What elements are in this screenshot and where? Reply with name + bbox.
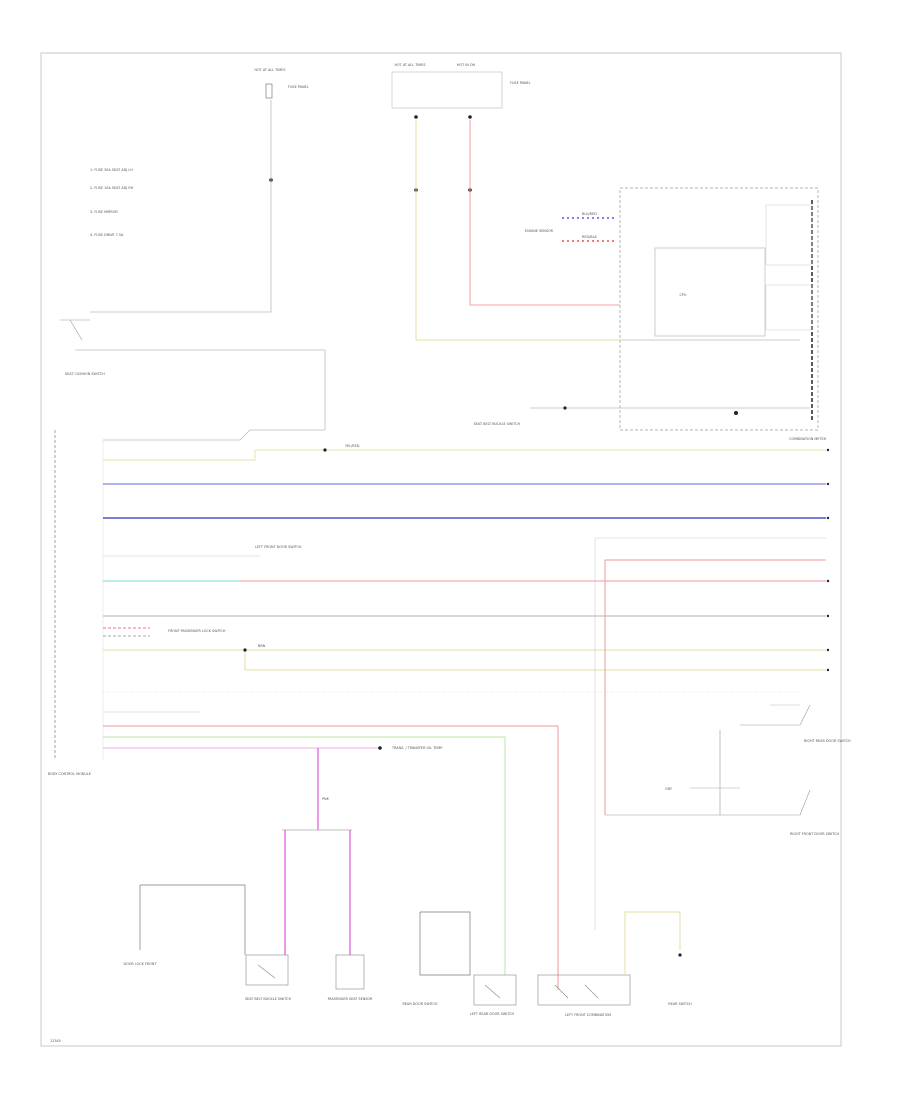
wire-yellow-top: [415, 120, 620, 341]
wire-yellow-rear: [624, 911, 681, 975]
seat-belt-module-label: SEAT BELT BUCKLE SWITCH: [245, 997, 292, 1001]
fuse-left: HOT AT ALL TIMES FUSE PANEL: [90, 68, 309, 313]
rear-switch-left: REAR DOOR SWITCH: [403, 911, 471, 1006]
wire-green-down: [103, 736, 506, 975]
fuse-mid-box-label: HOT IN ON: [457, 63, 476, 67]
wire-red-right: [604, 559, 826, 815]
trans-label: TRANS. / TRANSFER OIL TEMP.: [391, 746, 443, 750]
seat-cushion-label: SEAT CUSHION SWITCH: [65, 372, 105, 376]
left-front-combination: LEFT FRONT COMBINATION: [537, 974, 631, 1017]
wire-label-red: RED/BLK: [582, 235, 597, 239]
engine-sensor-label: ENGINE SENSOR: [525, 229, 554, 233]
left-rear-door-label: LEFT REAR DOOR SWITCH: [470, 1012, 514, 1016]
fuse-left-symbol: [265, 83, 273, 99]
seat-cushion-switch: SEAT CUSHION SWITCH: [60, 319, 326, 430]
right-rear-door-label: RIGHT REAR DOOR SWITCH: [804, 739, 851, 743]
wire-label-blue: BLU/RED: [582, 212, 597, 216]
right-door-switches: RIGHT REAR DOOR SWITCH GRY RIGHT FRONT D…: [605, 704, 851, 836]
rear-switch-right: REAR SWITCH: [668, 953, 692, 1006]
wire-yellow-3: [244, 650, 826, 671]
fuse-left-box-label: FUSE PANEL: [288, 85, 309, 89]
legend-item: 4. FUSE DRIVE 7.5A: [90, 233, 124, 237]
wire-yellow-h: [103, 449, 826, 461]
front-pass-label: FRONT PASSENGER LOCK SWITCH: [168, 629, 226, 633]
left-front-door-label: LEFT FRONT DOOR SWITCH: [255, 545, 302, 549]
rear-sw-label: REAR DOOR SWITCH: [403, 1002, 438, 1006]
wire-label-pnk: PNK: [322, 797, 330, 801]
diagram-frame: [40, 52, 842, 1047]
passenger-seat-sensor: PASSENGER SEAT SENSOR: [328, 954, 373, 1001]
bcm-label: BODY CONTROL MODULE: [48, 772, 91, 776]
left-front-comb-label: LEFT FRONT COMBINATION: [565, 1013, 611, 1017]
wire-label-yel: YEL/RED: [345, 444, 360, 448]
door-lock-front: DOOR LOCK FRONT: [123, 884, 246, 966]
wheel-sensor-label: SEAT BELT BUCKLE SWITCH: [474, 422, 521, 426]
combination-meter: CPU COMBINATION METER: [619, 187, 827, 441]
wire-red-top: [469, 120, 620, 306]
meter-label: COMBINATION METER: [789, 437, 827, 441]
legend: 1. FUSE 30A SEAT ADJ LH 2. FUSE 10A SEAT…: [90, 168, 134, 237]
page-id: 12345: [50, 1039, 61, 1043]
wire-label-brn: BRN: [258, 644, 266, 648]
meter-box: [619, 187, 819, 431]
fuse-right-box-label: FUSE PANEL: [510, 81, 531, 85]
door-lock-front-label: DOOR LOCK FRONT: [123, 962, 157, 966]
fuse-mid-label: HOT AT ALL TIMES: [394, 63, 425, 67]
wire-red-down: [103, 725, 559, 990]
fuse-left-label: HOT AT ALL TIMES: [254, 68, 285, 72]
right-wire-ends: [826, 448, 830, 672]
wire-gray-right: [594, 537, 826, 930]
right-front-door-label: RIGHT FRONT DOOR SWITCH: [790, 832, 839, 836]
left-rear-door-switch: LEFT REAR DOOR SWITCH: [470, 974, 517, 1016]
meter-cpu-label: CPU: [680, 293, 687, 297]
fuse-mid: HOT AT ALL TIMES HOT IN ON FUSE PANEL: [391, 63, 531, 192]
right-front-label-mid: GRY: [665, 787, 673, 791]
legend-item: 1. FUSE 30A SEAT ADJ LH: [90, 168, 133, 172]
passenger-seat-label: PASSENGER SEAT SENSOR: [328, 997, 373, 1001]
seat-belt-module: SEAT BELT BUCKLE SWITCH: [245, 954, 292, 1001]
legend-item: 3. FUSE MIRROR: [90, 210, 118, 214]
rear-sw-right-label: REAR SWITCH: [668, 1002, 692, 1006]
legend-item: 2. FUSE 10A SEAT ADJ RH: [90, 186, 134, 190]
